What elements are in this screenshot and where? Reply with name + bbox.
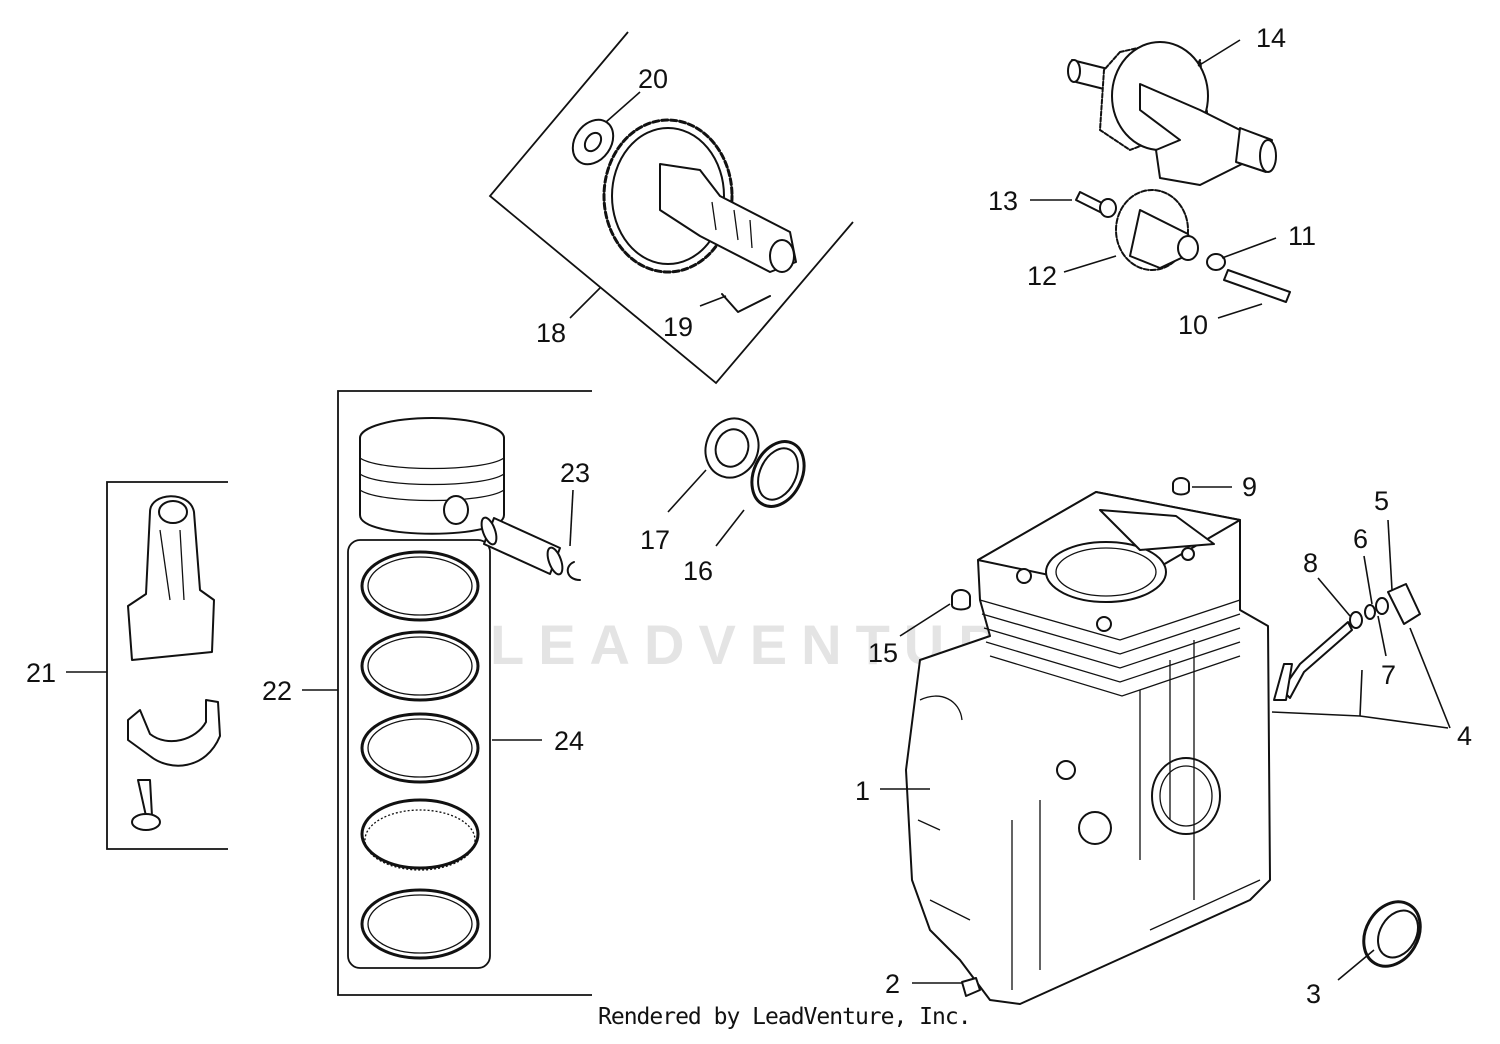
leader-lines xyxy=(66,39,1451,984)
callout-18: 18 xyxy=(536,318,566,348)
camshaft-assembly-box xyxy=(488,31,854,385)
governor-gear-part xyxy=(1115,189,1199,271)
connecting-rod-part xyxy=(127,495,221,831)
governor-lever-assembly-part xyxy=(1271,583,1421,717)
callout-15: 15 xyxy=(868,638,898,668)
piston-ring-set-box xyxy=(347,539,491,969)
callout-14: 14 xyxy=(1256,23,1286,53)
callout-12: 12 xyxy=(1027,261,1057,291)
washer-17-part xyxy=(704,417,760,479)
plug-9-part xyxy=(1172,477,1190,496)
callout-16: 16 xyxy=(683,556,713,586)
callout-19: 19 xyxy=(663,312,693,342)
crankcase-part xyxy=(905,491,1271,1005)
crankshaft-part xyxy=(1067,41,1277,186)
oil-seal-3-part xyxy=(1362,900,1422,968)
callout-9: 9 xyxy=(1242,472,1257,502)
callout-24: 24 xyxy=(554,726,584,756)
piston-pin-part xyxy=(480,516,564,576)
callout-20: 20 xyxy=(638,64,668,94)
governor-shaft-part xyxy=(1223,269,1291,303)
callout-1: 1 xyxy=(855,776,870,806)
callout-22: 22 xyxy=(262,676,292,706)
callout-6: 6 xyxy=(1353,524,1368,554)
callout-17: 17 xyxy=(640,525,670,555)
callout-7: 7 xyxy=(1381,660,1396,690)
piston-assembly-bracket xyxy=(337,390,592,996)
callout-5: 5 xyxy=(1374,486,1389,516)
callout-13: 13 xyxy=(988,186,1018,216)
callout-10: 10 xyxy=(1178,310,1208,340)
drain-plug-part xyxy=(961,977,981,997)
callout-11: 11 xyxy=(1288,221,1316,251)
dowel-15-part xyxy=(951,589,971,611)
callout-3: 3 xyxy=(1306,979,1321,1009)
governor-washer-part xyxy=(1206,253,1226,271)
cam-pin-part xyxy=(721,293,771,313)
screw-part xyxy=(1075,191,1117,218)
oil-seal-16-part xyxy=(750,440,806,508)
camshaft-part xyxy=(602,118,797,274)
piston-pin-clip-part xyxy=(566,561,581,581)
connecting-rod-bracket xyxy=(106,481,228,850)
callout-4: 4 xyxy=(1457,721,1472,751)
callout-8: 8 xyxy=(1303,548,1318,578)
piston-rings-part xyxy=(360,550,480,960)
footer-credit: Rendered by LeadVenture, Inc. xyxy=(598,1004,972,1030)
callout-21: 21 xyxy=(26,658,56,688)
callout-23: 23 xyxy=(560,458,590,488)
callout-2: 2 xyxy=(885,969,900,999)
thrust-washer-part xyxy=(571,118,615,166)
piston-part xyxy=(359,417,505,535)
